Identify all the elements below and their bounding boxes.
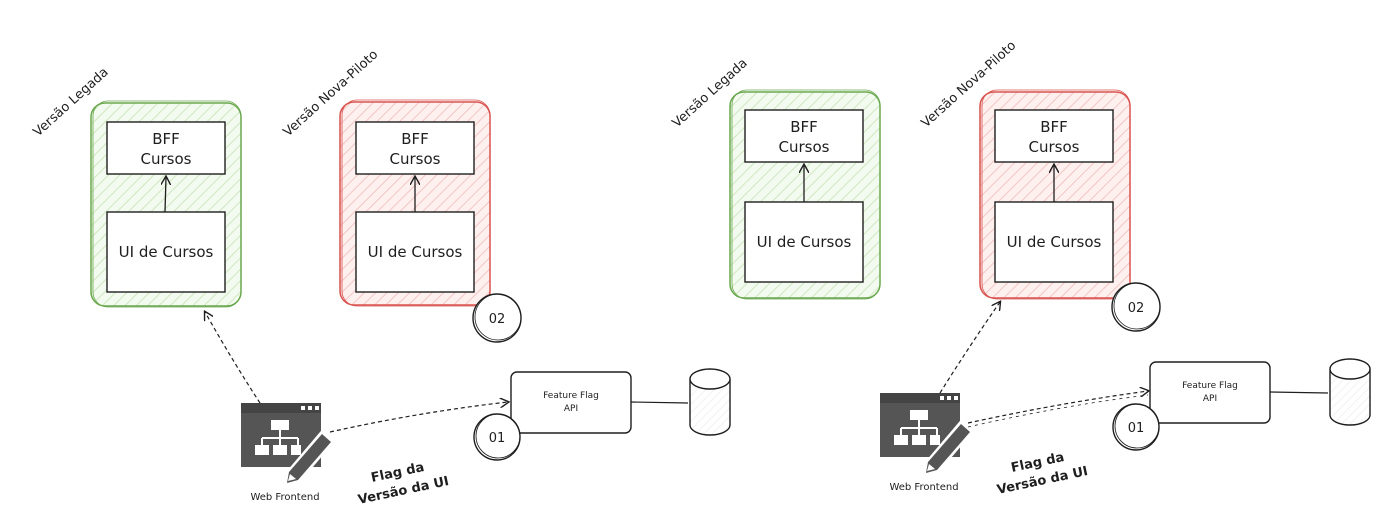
pilot-ui-label: UI de Cursos [1007, 233, 1102, 251]
feature-flag-title: Feature Flag [1182, 381, 1238, 391]
pilot-step-number: 02 [1128, 301, 1145, 316]
sitemap-edit-icon [241, 403, 336, 486]
pilot-ui-box [994, 201, 1114, 283]
route-to-legacy-arrow [939, 302, 1000, 394]
pilot-bff-box [355, 121, 475, 175]
feature-flag-step-number: 01 [1128, 421, 1145, 436]
pilot-bff-title: BFF [401, 130, 429, 148]
legacy-ui-label: UI de Cursos [119, 243, 214, 261]
legacy-bff-title: BFF [152, 130, 180, 148]
legacy-bff-subtitle: Cursos [779, 138, 830, 156]
feature-flag-title: Feature Flag [543, 391, 599, 401]
flag-request-arrow [329, 402, 508, 433]
pilot-bff-subtitle: Cursos [390, 150, 441, 168]
pilot-ui-label: UI de Cursos [368, 243, 463, 261]
legacy-bff-box [106, 121, 226, 175]
feature-flag-box [1149, 361, 1271, 424]
legacy-ui-box [106, 211, 226, 293]
database-icon [689, 368, 731, 436]
feature-flag-api: Feature Flag API 01 [473, 371, 632, 461]
legacy-version-group: Versão Legada BFF Cursos UI de Cursos [670, 56, 881, 300]
web-frontend: Web Frontend [241, 403, 336, 503]
web-frontend-label: Web Frontend [250, 492, 319, 503]
web-frontend-label: Web Frontend [889, 482, 958, 493]
pilot-bff-box [994, 109, 1114, 163]
feature-flag-api: Feature Flag API 01 [1112, 361, 1271, 451]
feature-flag-subtitle: API [564, 404, 578, 414]
pilot-version-group: Versão Nova-Piloto BFF Cursos UI de Curs… [281, 47, 522, 343]
pilot-ui-box [355, 211, 475, 293]
legacy-bff-subtitle: Cursos [141, 150, 192, 168]
legacy-bff-box [744, 109, 864, 163]
legacy-ui-label: UI de Cursos [757, 233, 852, 251]
legacy-ui-box [744, 201, 864, 283]
database-icon [1329, 358, 1371, 426]
pilot-bff-title: BFF [1040, 118, 1068, 136]
pilot-step-badge: 02 [472, 293, 522, 343]
feature-flag-subtitle: API [1203, 394, 1217, 404]
pilot-version-group: Versão Nova-Piloto BFF Cursos UI de Curs… [919, 38, 1161, 332]
sitemap-edit-icon [880, 393, 975, 476]
legacy-version-group: Versão Legada BFF Cursos UI de Cursos [31, 65, 242, 308]
feature-flag-step-badge: 01 [473, 413, 521, 461]
diagram-1: Versão Legada BFF Cursos UI de Cursos Ve… [31, 47, 731, 508]
diagram-2: Versão Legada BFF Cursos UI de Cursos Ve… [670, 38, 1371, 498]
route-to-legacy-arrow [205, 312, 261, 404]
pilot-bff-subtitle: Cursos [1029, 138, 1080, 156]
flag-request-arrow [967, 391, 1148, 424]
pilot-step-badge: 02 [1111, 282, 1161, 332]
pilot-step-number: 02 [489, 312, 506, 327]
web-frontend: Web Frontend [880, 393, 975, 493]
feature-flag-step-number: 01 [489, 431, 506, 446]
legacy-bff-title: BFF [790, 118, 818, 136]
feature-flag-box [510, 371, 632, 434]
feature-flag-step-badge: 01 [1112, 403, 1160, 451]
